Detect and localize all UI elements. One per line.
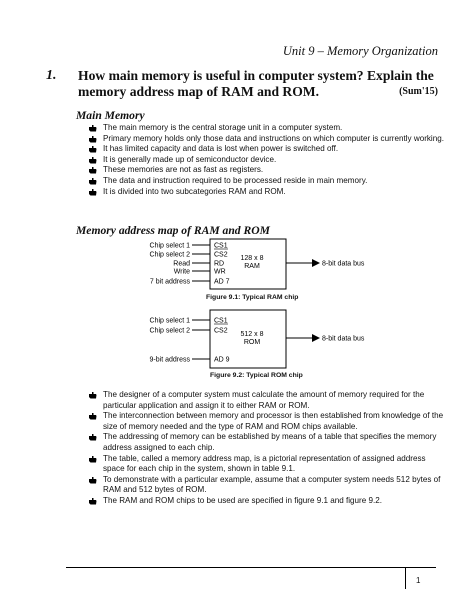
- address-map-heading: Memory address map of RAM and ROM: [76, 224, 270, 237]
- main-memory-list: The main memory is the central storage u…: [88, 123, 444, 197]
- bullet-item: It is generally made up of semiconductor…: [88, 155, 444, 166]
- chip-pin-label: CS1: [214, 243, 228, 250]
- question-tag: (Sum'15): [399, 86, 438, 97]
- bullet-text: The data and instruction required to be …: [103, 175, 368, 185]
- chip-input-label: Chip select 2: [150, 328, 191, 335]
- ram-bus-arrow: [312, 259, 320, 267]
- chip-input-label: Chip select 1: [150, 243, 191, 250]
- ram-type-label: RAM: [244, 263, 260, 270]
- hand-pointer-icon: [89, 434, 97, 441]
- footer-rule: [66, 567, 436, 568]
- rom-figure-caption: Figure 9.2: Typical ROM chip: [210, 372, 303, 379]
- bullet-text: It is generally made up of semiconductor…: [103, 154, 277, 164]
- bullet-item: The interconnection between memory and p…: [88, 411, 444, 432]
- chip-pin-label: CS1: [214, 318, 228, 325]
- unit-header: Unit 9 – Memory Organization: [282, 44, 438, 58]
- bullet-text: Primary memory holds only those data and…: [103, 133, 444, 143]
- ram-size-label: 128 x 8: [241, 255, 264, 262]
- chip-input-label: 7 bit address: [150, 279, 191, 286]
- bullet-item: The table, called a memory address map, …: [88, 454, 444, 475]
- hand-pointer-icon: [89, 188, 97, 196]
- bullet-text: The addressing of memory can be establis…: [103, 432, 437, 452]
- bullet-item: The data and instruction required to be …: [88, 176, 444, 187]
- bullet-text: The designer of a computer system must c…: [103, 390, 425, 410]
- hand-pointer-icon: [89, 167, 97, 174]
- bullet-item: These memories are not as fast as regist…: [88, 165, 444, 176]
- hand-pointer-icon: [89, 476, 97, 484]
- rom-bus-label: 8-bit data bus: [322, 336, 365, 343]
- bullet-text: To demonstrate with a particular example…: [103, 474, 441, 495]
- rom-bus-arrow: [312, 334, 320, 342]
- chip-input-label: Chip select 2: [150, 252, 191, 259]
- bullet-item: Primary memory holds only those data and…: [88, 134, 444, 145]
- bullet-item: It is divided into two subcategories RAM…: [88, 187, 444, 198]
- chip-pin-label: AD 7: [214, 279, 230, 286]
- bullet-item: It has limited capacity and data is lost…: [88, 144, 444, 155]
- bullet-item: To demonstrate with a particular example…: [88, 475, 444, 496]
- rom-chip-box: [209, 309, 287, 369]
- hand-pointer-icon: [89, 135, 97, 143]
- hand-pointer-icon: [89, 125, 97, 132]
- chip-input-label: Chip select 1: [150, 318, 191, 325]
- chip-pin-label: AD 9: [214, 357, 230, 364]
- bullet-item: The RAM and ROM chips to be used are spe…: [88, 496, 444, 507]
- bullet-item: The main memory is the central storage u…: [88, 123, 444, 134]
- chip-input-label: Read: [173, 261, 190, 268]
- bullet-text: These memories are not as fast as regist…: [103, 165, 264, 175]
- hand-pointer-icon: [89, 413, 97, 420]
- ram-figure-caption: Figure 9.1: Typical RAM chip: [206, 294, 299, 301]
- ram-bus-label: 8-bit data bus: [322, 261, 365, 268]
- bullet-item: The designer of a computer system must c…: [88, 390, 444, 411]
- bullet-text: The interconnection between memory and p…: [103, 411, 444, 431]
- address-map-list: The designer of a computer system must c…: [88, 390, 444, 507]
- ram-chip-box: [209, 238, 287, 290]
- hand-pointer-icon: [89, 156, 97, 164]
- bullet-text: The main memory is the central storage u…: [103, 123, 343, 132]
- hand-pointer-icon: [89, 392, 97, 399]
- bullet-text: It is divided into two subcategories RAM…: [103, 186, 286, 196]
- chip-input-label: 9-bit address: [150, 357, 191, 364]
- bullet-text: It has limited capacity and data is lost…: [103, 144, 339, 154]
- chip-pin-label: CS2: [214, 252, 228, 259]
- page-number: 1: [416, 576, 421, 585]
- hand-pointer-icon: [89, 455, 97, 463]
- main-memory-heading: Main Memory: [76, 109, 145, 122]
- rom-type-label: ROM: [244, 339, 261, 346]
- bullet-text: The table, called a memory address map, …: [103, 453, 426, 474]
- hand-pointer-icon: [89, 497, 97, 505]
- chip-input-label: Write: [174, 269, 190, 276]
- footer-divider: [405, 567, 406, 589]
- hand-pointer-icon: [89, 177, 97, 185]
- chip-pin-label: RD: [214, 261, 224, 268]
- rom-size-label: 512 x 8: [241, 331, 264, 338]
- bullet-text: The RAM and ROM chips to be used are spe…: [103, 495, 382, 505]
- chip-pin-label: WR: [214, 269, 226, 276]
- chip-pin-label: CS2: [214, 328, 228, 335]
- hand-pointer-icon: [89, 146, 97, 153]
- question-text: How main memory is useful in computer sy…: [78, 68, 434, 99]
- bullet-item: The addressing of memory can be establis…: [88, 432, 444, 453]
- question-number: 1.: [46, 68, 57, 83]
